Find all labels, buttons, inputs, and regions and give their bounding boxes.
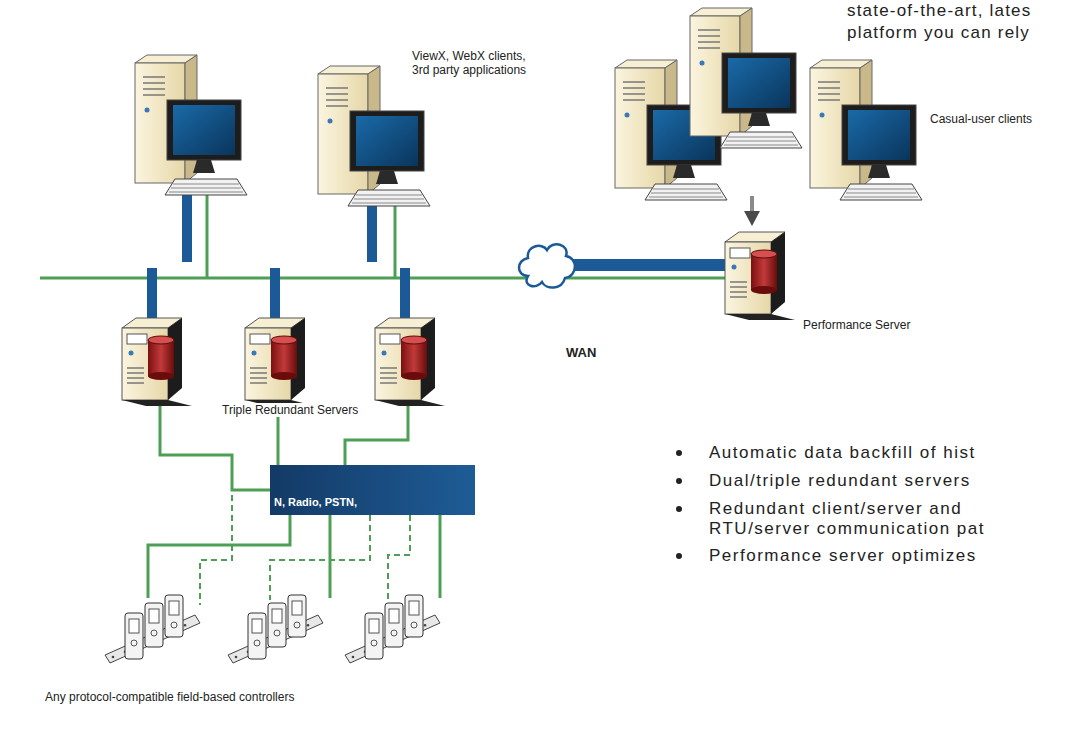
bullet-dot bbox=[676, 478, 682, 484]
client-caption: Casual-user clients bbox=[930, 112, 1032, 126]
client-drop bbox=[182, 195, 192, 262]
client-drop bbox=[367, 205, 377, 262]
field-link bbox=[439, 515, 442, 598]
workstation-icon bbox=[810, 60, 922, 200]
intro-text: state-of-the-art, lates bbox=[847, 1, 1031, 21]
server-icon bbox=[122, 318, 192, 406]
field-link-backup bbox=[270, 515, 370, 600]
network-label: WAN bbox=[566, 345, 596, 361]
field-link bbox=[329, 515, 332, 598]
client-drop bbox=[206, 195, 209, 278]
feature-bullet: Redundant client/server and RTU/server c… bbox=[709, 499, 1039, 538]
sync-arrow bbox=[750, 196, 754, 212]
network-bus bbox=[565, 259, 728, 271]
client-caption: ViewX, WebX clients, 3rd party applicati… bbox=[412, 49, 540, 78]
field-controller-icon bbox=[345, 595, 440, 663]
intro-text: platform you can rely bbox=[847, 23, 1030, 43]
field-controller-icon bbox=[105, 595, 200, 663]
feature-bullet: Automatic data backfill of hist bbox=[709, 443, 976, 463]
network-types: N, Radio, PSTN, bbox=[274, 496, 357, 509]
server-caption: Performance Server bbox=[803, 318, 910, 332]
wan-cloud bbox=[519, 244, 575, 287]
feature-bullet: Dual/triple redundant servers bbox=[709, 471, 971, 491]
comms-network-box: N, Radio, PSTN, bbox=[270, 465, 475, 515]
field-link-backup bbox=[388, 515, 410, 600]
network-bus bbox=[0, 259, 530, 271]
server-icon bbox=[245, 318, 315, 406]
bullet-dot bbox=[676, 506, 682, 512]
backup-bus bbox=[565, 277, 728, 280]
server-icon bbox=[725, 232, 795, 320]
workstation-icon bbox=[690, 8, 802, 148]
bullet-dot bbox=[676, 553, 682, 559]
client-drop bbox=[394, 205, 397, 278]
bullet-dot bbox=[676, 450, 682, 456]
server-icon bbox=[375, 318, 445, 406]
controller-caption: Any protocol-compatible field-based cont… bbox=[45, 690, 294, 704]
workstation-icon bbox=[135, 55, 247, 195]
backup-bus bbox=[40, 277, 530, 280]
field-link-backup bbox=[200, 495, 232, 605]
server-caption: Triple Redundant Servers bbox=[220, 403, 360, 417]
sync-arrowhead bbox=[744, 211, 760, 226]
feature-bullet: Performance server optimizes bbox=[709, 546, 977, 566]
workstation-icon bbox=[318, 66, 430, 206]
field-link bbox=[148, 515, 290, 598]
field-controller-icon bbox=[228, 595, 323, 663]
